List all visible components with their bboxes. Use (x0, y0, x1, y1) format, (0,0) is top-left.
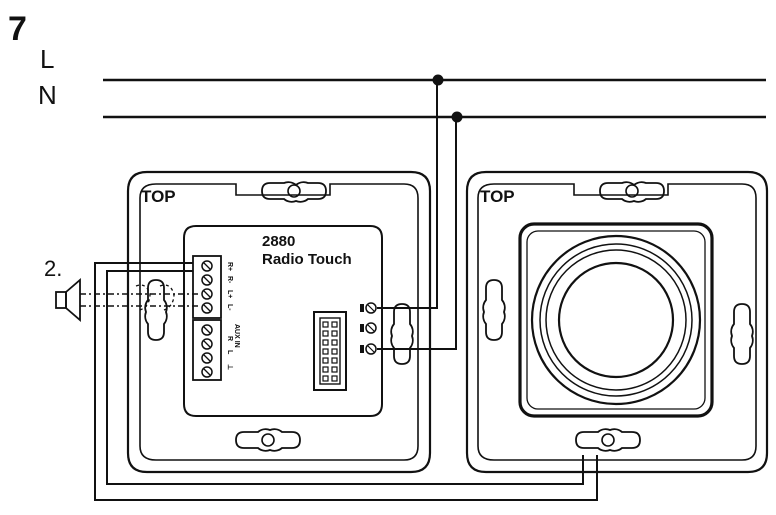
step-number: 7 (8, 10, 27, 48)
live-label: L (40, 44, 54, 74)
right-frame (465, 170, 769, 474)
knob-ring-inner (545, 249, 687, 391)
bus-cable-inner (106, 270, 584, 485)
speaker-wire-hook-2 (159, 284, 175, 311)
model-number: 2880 (262, 233, 295, 250)
knob-cover-outer (518, 222, 714, 418)
aux-in-label: AUX IN (233, 324, 240, 348)
neutral-drop-wire (377, 117, 457, 350)
left-mount-slot-top (261, 181, 327, 203)
right-module: TOP (465, 170, 769, 474)
right-mount-slot-bottom (575, 428, 641, 452)
speaker-wires (80, 293, 200, 307)
aux-pin-ground: ⊥ (226, 364, 234, 370)
left-frame (126, 170, 432, 474)
right-top-label: TOP (480, 187, 515, 206)
speaker-icon (55, 278, 81, 322)
aux-pin-r: R (226, 336, 233, 341)
right-mount-slot-left (482, 279, 506, 341)
right-mount-slot-right (730, 303, 754, 365)
knob-ring-middle (539, 243, 693, 397)
bus-cable-outer (94, 262, 598, 501)
aux-terminal-block: AUX IN R L ⊥ (192, 319, 240, 381)
left-mount-slot-bottom (235, 428, 301, 452)
knob-center (557, 261, 675, 379)
aux-pin-l: L (226, 350, 233, 355)
left-insert (183, 225, 383, 417)
left-module: TOP 2880 Radio Touch (126, 170, 432, 474)
left-frame-inner (139, 183, 419, 461)
knob-cover-inner (526, 230, 706, 410)
model-name: Radio Touch (262, 251, 352, 268)
right-frame-inner (477, 183, 757, 461)
sub-step-label: 2. (44, 256, 62, 281)
live-drop-wire (377, 80, 438, 309)
right-mount-slot-top (599, 181, 665, 203)
left-mount-slot-left (144, 279, 168, 341)
speaker-wire-hook (135, 284, 151, 311)
neutral-label: N (38, 80, 57, 110)
left-mount-slot-right (390, 303, 414, 365)
left-top-label: TOP (141, 187, 176, 206)
knob-ring-outer (530, 234, 702, 406)
terminal-label-r-minus: R- (226, 276, 233, 284)
terminal-label-l-plus: L+ (226, 290, 233, 298)
terminal-label-r-plus: R+ (226, 262, 233, 271)
mains-lines (103, 74, 766, 350)
speaker-terminal-block: R+ R- L+ L- (192, 255, 233, 319)
ribbon-connector (313, 311, 347, 391)
terminal-label-l-minus: L- (226, 304, 233, 311)
mains-screw-terminals (360, 302, 377, 355)
